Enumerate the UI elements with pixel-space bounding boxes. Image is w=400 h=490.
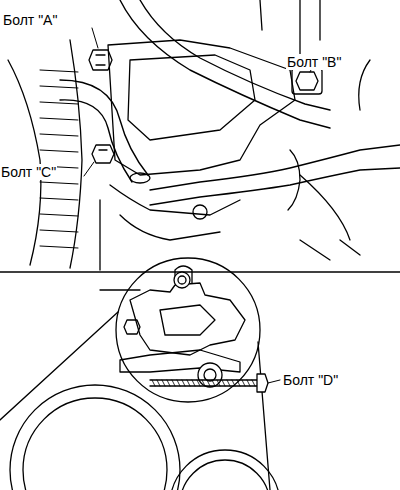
detail-stroke — [40, 134, 78, 136]
detail-stroke — [222, 380, 225, 386]
detail-stroke — [40, 198, 78, 200]
detail-stroke — [207, 380, 210, 386]
bolt-label: Болт "C" — [0, 164, 57, 180]
detail-stroke — [40, 182, 78, 184]
detail-stroke — [40, 102, 78, 104]
bolt-label: Болт "D" — [282, 372, 339, 388]
detail-stroke — [167, 380, 170, 386]
top-view — [8, 0, 400, 270]
detail-stroke — [40, 70, 78, 72]
detail-stroke — [152, 380, 155, 386]
detail-stroke — [237, 380, 240, 386]
detail-stroke — [162, 380, 165, 386]
panel-divider — [0, 271, 400, 273]
detail-stroke — [252, 380, 255, 386]
detail-stroke — [40, 86, 78, 88]
bolt-label: Болт "B" — [286, 54, 342, 70]
detail-stroke — [40, 150, 78, 152]
detail-stroke — [217, 380, 220, 386]
detail-stroke — [192, 380, 195, 386]
bottom-view — [0, 258, 280, 490]
bolt-label: Болт "A" — [2, 12, 58, 28]
detail-stroke — [40, 246, 78, 248]
detail-stroke — [40, 230, 78, 232]
detail-stroke — [242, 380, 245, 386]
detail-stroke — [187, 380, 190, 386]
detail-stroke — [177, 380, 180, 386]
detail-stroke — [212, 380, 215, 386]
detail-stroke — [197, 380, 200, 386]
detail-stroke — [172, 380, 175, 386]
detail-stroke — [157, 380, 160, 386]
leader-lines — [84, 28, 312, 383]
detail-stroke — [40, 118, 78, 120]
detail-stroke — [232, 380, 235, 386]
detail-stroke — [40, 214, 78, 216]
detail-stroke — [202, 380, 205, 386]
detail-stroke — [247, 380, 250, 386]
detail-stroke — [227, 380, 230, 386]
detail-stroke — [182, 380, 185, 386]
